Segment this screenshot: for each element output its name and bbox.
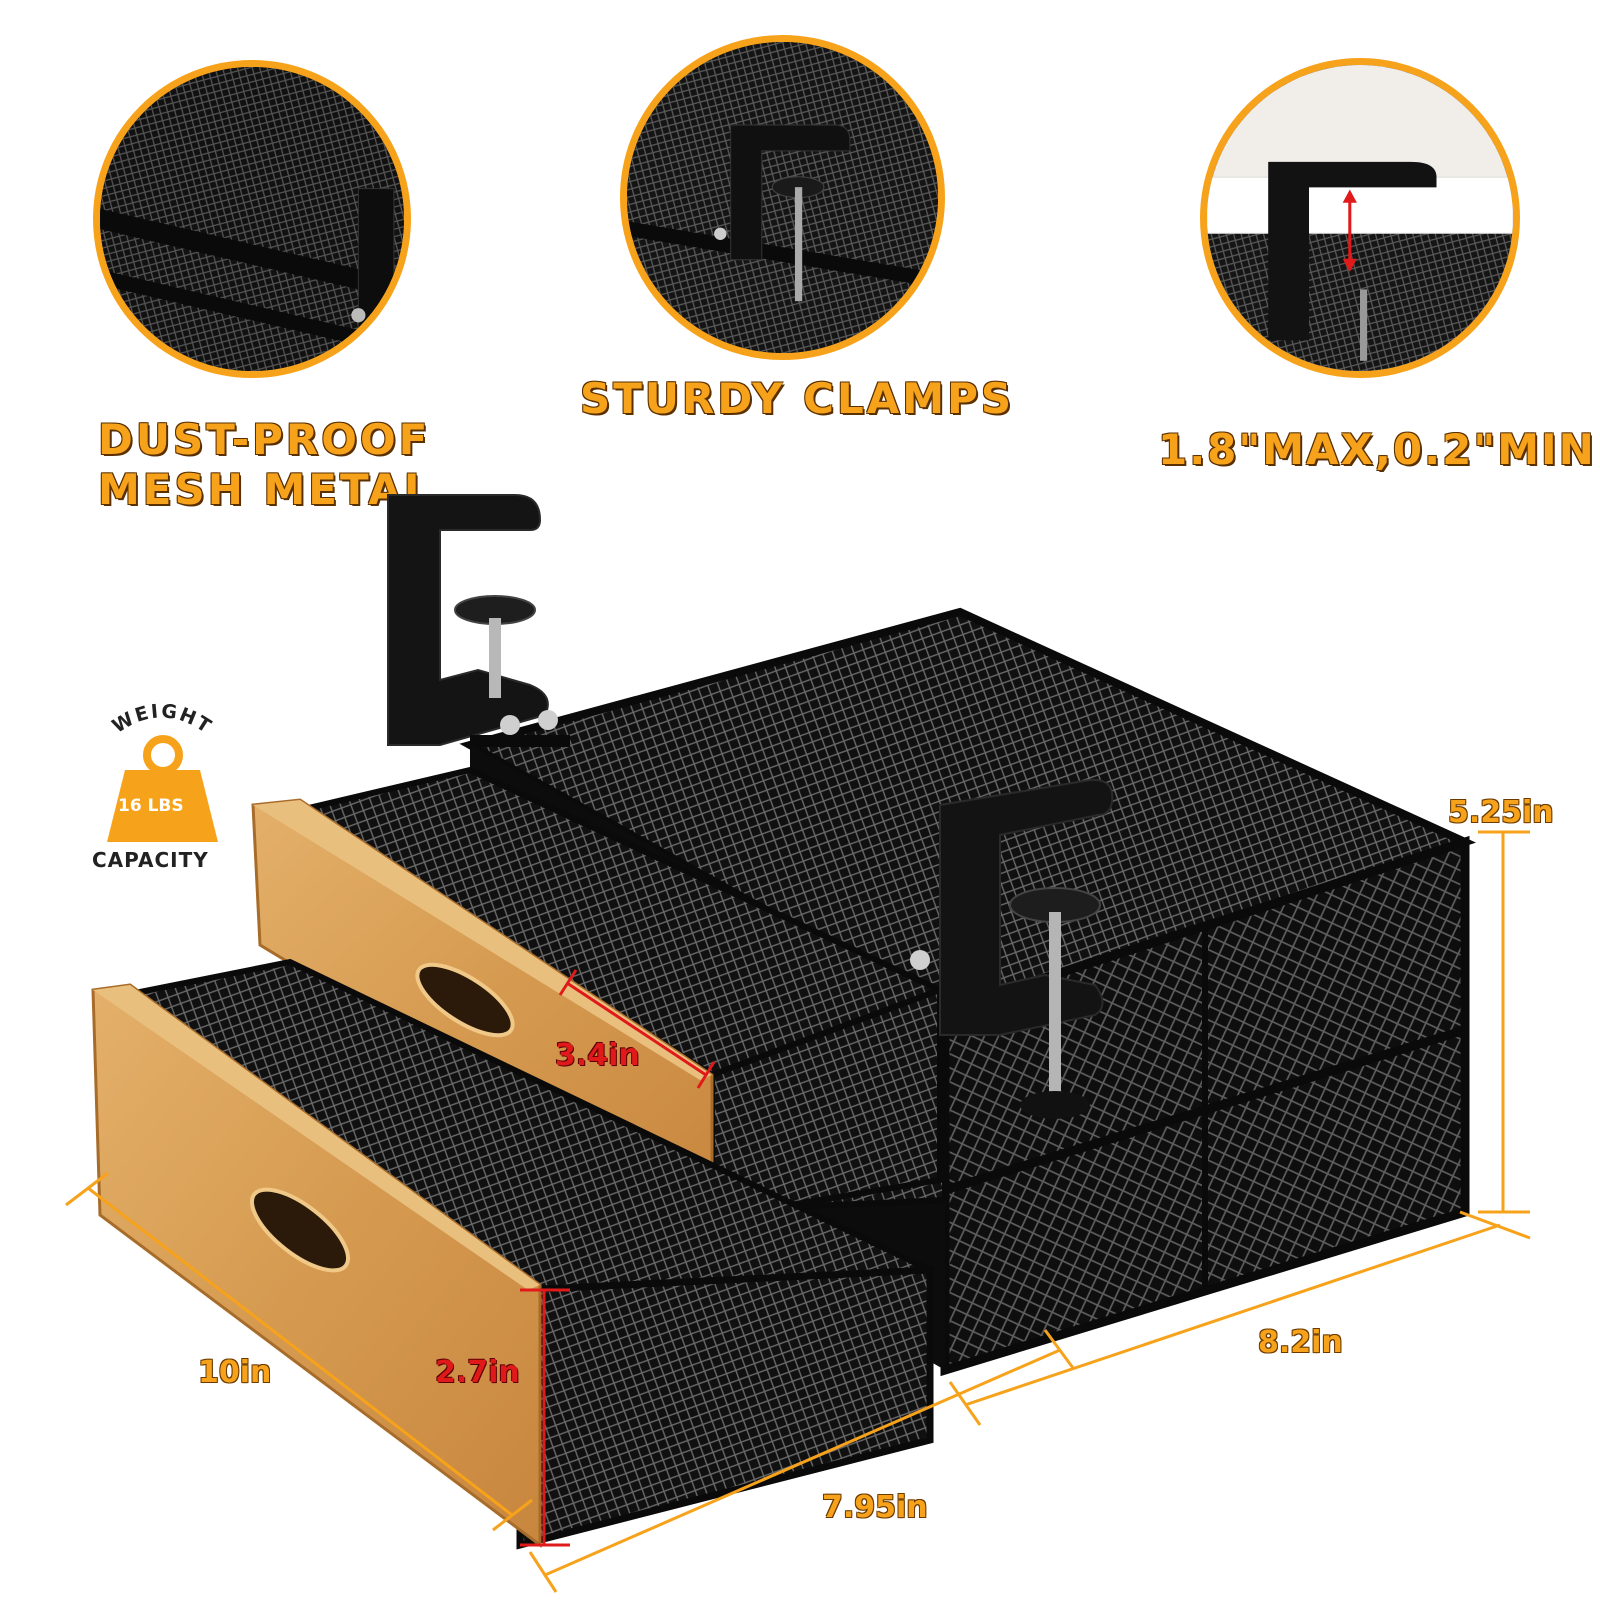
cabinet-right-side: [940, 835, 1470, 1377]
label-bottom-drawer-height: 2.7in: [435, 1355, 520, 1390]
dimension-depth: [65, 1171, 533, 1532]
mesh-feature-line1: DUST-PROOF: [98, 415, 431, 464]
weight-top-label: WEIGHT: [108, 700, 216, 738]
range-feature-label: 1.8"MAX,0.2"MIN: [1158, 425, 1596, 474]
weight-value: 16 LBS: [118, 796, 184, 816]
label-top-drawer-height: 3.4in: [555, 1038, 640, 1073]
desk-thickness-illustration: [1207, 65, 1513, 371]
label-total-width: 8.2in: [1258, 1325, 1343, 1360]
clamps-feature-label: STURDY CLAMPS: [580, 374, 1015, 423]
bottom-drawer: [117, 958, 934, 1550]
weight-icon: [107, 735, 218, 842]
clamp-detail-photo: [620, 35, 945, 360]
dimension-top-drawer-height: [558, 969, 716, 1089]
dimension-drawer-width: [528, 1329, 1075, 1593]
dimension-total-height: [1478, 830, 1530, 1214]
dimension-total-width: [948, 1210, 1531, 1426]
mesh-feature-line2: MESH METAL: [98, 465, 434, 514]
mesh-feature-label: DUST-PROOF MESH METAL: [98, 415, 434, 515]
right-clamp: [910, 778, 1114, 1119]
bottom-drawer-bamboo-front: [91, 983, 542, 1548]
clamp-detail-illustration: [627, 42, 938, 353]
left-clamp: [387, 494, 570, 747]
weight-bottom-label: CAPACITY: [92, 848, 209, 872]
desk-thickness-photo: [1200, 58, 1520, 378]
label-drawer-width: 7.95in: [822, 1490, 928, 1525]
label-total-height: 5.25in: [1448, 795, 1554, 830]
dimension-bottom-drawer-height: [520, 1288, 570, 1547]
label-depth: 10in: [198, 1355, 272, 1390]
